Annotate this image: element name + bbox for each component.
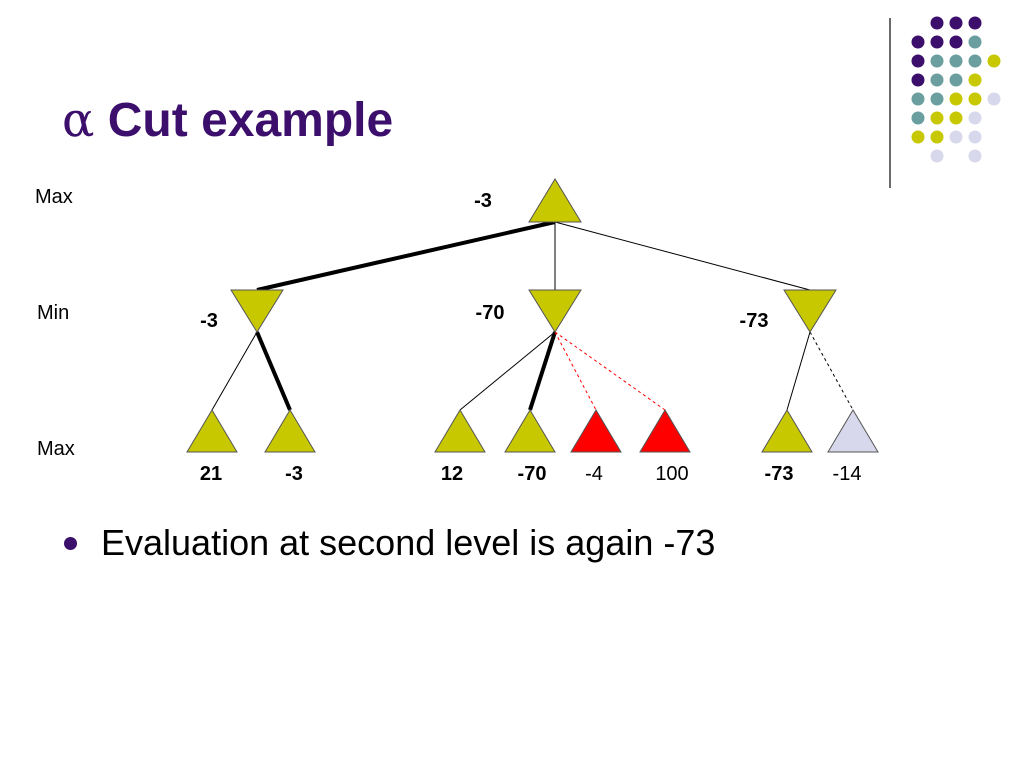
leaf-value: -14 [832, 463, 862, 485]
decorative-dot [911, 111, 925, 125]
leaf-node-2 [264, 409, 316, 453]
decorative-dot [949, 111, 963, 125]
min-right-value: -73 [739, 310, 769, 332]
edge-min-right-leaf-8-pruned [809, 331, 854, 411]
leaf-nodes [186, 409, 879, 453]
edge-min-mid-leaf-6-pruned [554, 331, 666, 411]
edge-root-min-left [256, 220, 556, 292]
edge-min-mid-leaf-4 [528, 331, 557, 411]
leaf-value: 12 [440, 463, 464, 485]
decorative-dot [968, 73, 982, 87]
decorative-dot [949, 73, 963, 87]
bullet-text: Evaluation at second level is again -73 [101, 522, 716, 563]
decorative-dot [930, 111, 944, 125]
edge-min-left-leaf-1 [211, 331, 258, 411]
decorative-dot [987, 54, 1001, 68]
edge-min-mid-leaf-3 [459, 331, 556, 411]
leaf-node-8 [827, 409, 879, 453]
leaf-value: 100 [655, 463, 689, 485]
edge-min-mid-leaf-5-pruned [554, 331, 597, 411]
leaf-node-1 [186, 409, 238, 453]
decorative-dot [930, 16, 944, 30]
decorative-dot [968, 92, 982, 106]
decorative-dot [987, 92, 1001, 106]
decorative-dot [911, 35, 925, 49]
leaf-node-7 [761, 409, 813, 453]
leaf-value: -70 [517, 463, 547, 485]
decorative-dot [911, 130, 925, 144]
min-node-left [230, 289, 284, 333]
decorative-dot [930, 73, 944, 87]
title-text: Cut example [107, 94, 394, 147]
level-label-middle: Min [37, 302, 70, 324]
decorative-dot-grid [911, 16, 1001, 163]
min-node-mid [528, 289, 582, 333]
decorative-dot [911, 92, 925, 106]
root-max-node [528, 178, 582, 223]
min-left-value: -3 [200, 310, 218, 332]
bullet-item: Evaluation at second level is again -73 [64, 522, 715, 564]
decorative-dot [930, 130, 944, 144]
edge-root-min-right [554, 221, 811, 291]
edge-min-left-leaf-2 [255, 331, 292, 411]
decorative-dot [968, 130, 982, 144]
level-label-bottom: Max [37, 438, 75, 460]
decorative-dot [968, 35, 982, 49]
decorative-dot [968, 54, 982, 68]
leaf-node-5 [570, 409, 622, 453]
decorative-dot [949, 130, 963, 144]
slide-title: α Cut example [62, 92, 393, 148]
decorative-dot [930, 35, 944, 49]
decorative-divider [889, 18, 891, 188]
decorative-dot [949, 92, 963, 106]
edge-min-right-leaf-7 [786, 331, 811, 411]
game-tree-diagram [186, 178, 879, 453]
min-node-right [783, 289, 837, 333]
bullet-dot-icon [64, 536, 77, 550]
leaf-node-4 [504, 409, 556, 453]
decorative-dot [949, 16, 963, 30]
decorative-dot [968, 111, 982, 125]
decorative-dot [968, 149, 982, 163]
decorative-dot [911, 73, 925, 87]
alpha-symbol: α [62, 92, 95, 148]
decorative-dot [930, 149, 944, 163]
leaf-value: -4 [585, 463, 603, 485]
decorative-dot [968, 16, 982, 30]
leaf-value: 21 [199, 463, 223, 485]
level-label-top: Max [35, 186, 73, 208]
min-mid-value: -70 [475, 302, 505, 324]
decorative-dot [949, 54, 963, 68]
decorative-dot [930, 92, 944, 106]
decorative-dot [949, 35, 963, 49]
leaf-value: -73 [764, 463, 794, 485]
leaf-value: -3 [285, 463, 303, 485]
leaf-node-6 [639, 409, 691, 453]
decorative-dot [911, 54, 925, 68]
root-value: -3 [474, 190, 492, 212]
decorative-dot [930, 54, 944, 68]
leaf-node-3 [434, 409, 486, 453]
